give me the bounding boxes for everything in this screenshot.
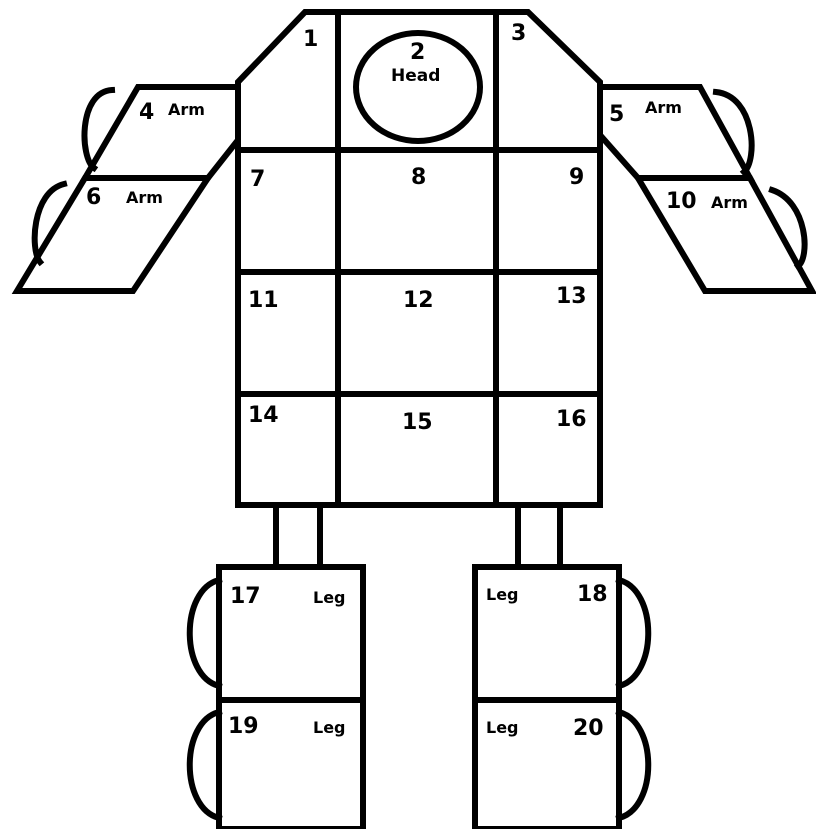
right-leg-joint-upper (619, 580, 648, 686)
left-arm-upper-panel (85, 87, 238, 178)
part-number-5: 5 (609, 102, 624, 127)
arm-label-6: Arm (126, 188, 163, 207)
leg-label-17: Leg (313, 588, 346, 607)
part-numbers: 1 2 3 4 5 6 7 8 9 10 11 12 13 14 15 16 1… (86, 21, 697, 741)
part-number-1: 1 (303, 27, 318, 52)
part-number-2: 2 (410, 40, 425, 65)
part-number-17: 17 (230, 584, 261, 609)
leg-label-20: Leg (486, 718, 519, 737)
arm-label-4: Arm (168, 100, 205, 119)
part-number-4: 4 (139, 100, 154, 125)
part-number-9: 9 (569, 165, 584, 190)
part-number-10: 10 (666, 189, 697, 214)
part-number-19: 19 (228, 714, 259, 739)
right-leg-joint-lower (619, 712, 648, 818)
part-number-7: 7 (250, 167, 265, 192)
part-number-6: 6 (86, 185, 101, 210)
right-arm (600, 87, 812, 291)
left-leg-joint-lower (190, 712, 219, 818)
left-leg-joint-upper (190, 580, 219, 686)
part-number-15: 15 (402, 410, 433, 435)
part-number-20: 20 (573, 716, 604, 741)
part-number-12: 12 (403, 288, 434, 313)
part-number-14: 14 (248, 403, 279, 428)
leg-label-19: Leg (313, 718, 346, 737)
leg-label-18: Leg (486, 585, 519, 604)
part-number-16: 16 (556, 407, 587, 432)
arm-label-5: Arm (645, 98, 682, 117)
right-leg (475, 508, 648, 829)
part-number-11: 11 (248, 288, 279, 313)
part-number-8: 8 (411, 165, 426, 190)
part-number-18: 18 (577, 582, 608, 607)
head-label: Head (391, 66, 440, 86)
part-number-3: 3 (511, 21, 526, 46)
left-leg (190, 508, 363, 829)
part-number-13: 13 (556, 284, 587, 309)
arm-label-10: Arm (711, 193, 748, 212)
